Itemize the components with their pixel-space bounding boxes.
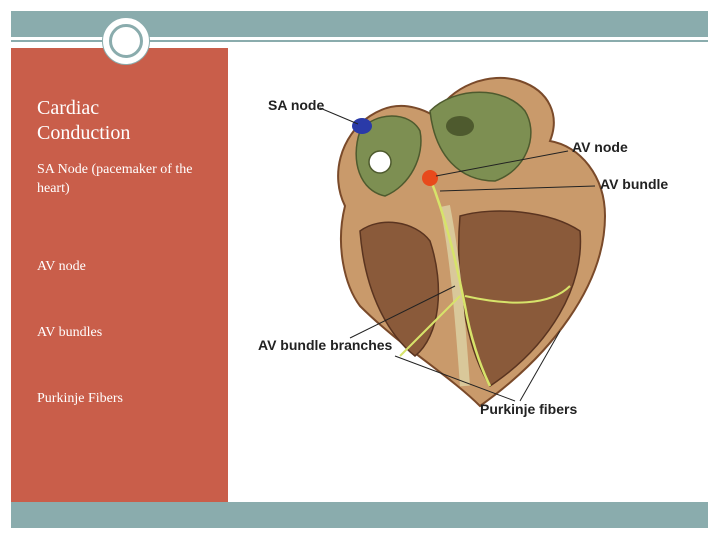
sa-node-marker [352, 118, 372, 134]
decorative-ring-icon [102, 17, 150, 65]
purkinje-leader-a [394, 355, 516, 402]
label-av-bundle: AV bundle [600, 176, 668, 192]
av-node-marker [422, 170, 438, 186]
right-atrium [429, 91, 532, 182]
bullet-purkinje-fibers: Purkinje Fibers [37, 391, 123, 406]
bottom-band [11, 502, 708, 528]
ring-inner [109, 24, 143, 58]
label-purkinje-fibers: Purkinje fibers [480, 401, 577, 417]
purkinje-branch-right [464, 285, 571, 304]
heart-conduction-diagram: SA node AV node AV bundle AV bundle bran… [258, 76, 668, 417]
purkinje-branch-left [399, 295, 461, 357]
title-panel [11, 48, 228, 502]
av-bundle-leader [439, 185, 596, 192]
bullet-av-node: AV node [37, 259, 86, 274]
sa-node-leader [319, 107, 359, 125]
atrial-opening [446, 116, 474, 136]
av-bundle-branches-leader [349, 285, 456, 339]
left-ventricle [359, 221, 440, 357]
valve-opening [368, 150, 392, 174]
label-sa-node: SA node [268, 97, 324, 113]
av-bundle-path [428, 177, 492, 387]
av-node-leader [435, 150, 569, 177]
top-divider [11, 40, 708, 42]
bullet-sa-node: SA Node (pacemaker of the heart) [37, 162, 193, 196]
label-av-node: AV node [572, 139, 628, 155]
bullet-list: SA Node (pacemaker of the heart) AV node… [37, 160, 217, 408]
purkinje-leader-b [519, 330, 561, 402]
septum [440, 205, 470, 387]
slide-title: Cardiac Conduction [37, 97, 131, 144]
label-av-bundle-branches: AV bundle branches [258, 337, 393, 353]
bullet-av-bundles: AV bundles [37, 325, 103, 340]
